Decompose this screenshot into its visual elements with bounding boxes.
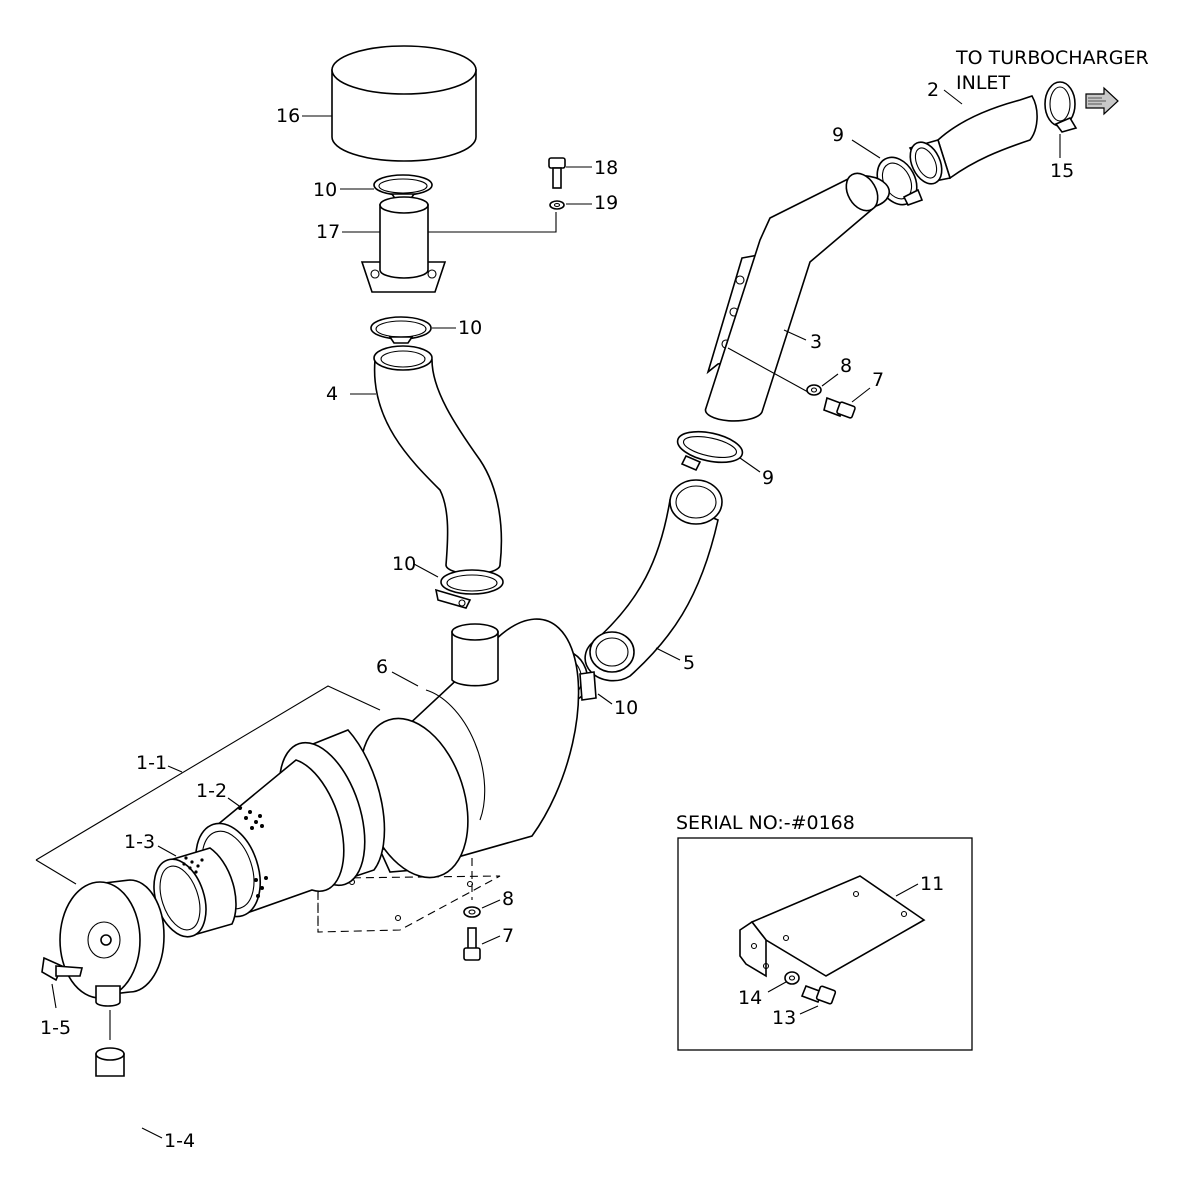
serial-note: SERIAL NO:-#0168: [676, 812, 855, 834]
leader-10c: [413, 563, 439, 578]
leader-11: [895, 883, 919, 897]
leader-1-3: [157, 845, 177, 857]
callout-9a: 9: [832, 124, 844, 146]
bent-pipe-3: [704, 172, 890, 422]
leader-9a: [851, 139, 881, 159]
callout-17: 17: [316, 221, 340, 243]
bolt-7-upper: [823, 396, 856, 419]
leader-1-4: [141, 1127, 163, 1139]
bolt-13: [800, 984, 837, 1005]
hose-clamp-9-lower: [676, 430, 744, 472]
air-cleaner-housing-6: [359, 618, 580, 879]
outlet-label-line1: TO TURBOCHARGER: [955, 47, 1149, 69]
hose-clamp-lower: [434, 569, 504, 609]
elbow-hose-5: [584, 479, 723, 682]
leader-6: [391, 671, 419, 687]
bracket-1-1-left: [35, 859, 77, 885]
leader-3: [783, 329, 807, 341]
leader-7b: [481, 935, 501, 945]
callout-11: 11: [920, 873, 944, 895]
callout-16: 16: [276, 105, 300, 127]
callout-10c: 10: [392, 553, 416, 575]
leader-3-8: [727, 347, 809, 393]
outlet-label-line2: INLET: [956, 72, 1010, 94]
bolt-7-lower: [463, 927, 481, 961]
leader-9b: [739, 457, 761, 473]
callout-10d: 10: [614, 697, 638, 719]
bracket-11: [739, 875, 926, 978]
bracket-1-1-top: [35, 685, 381, 861]
leader-10d: [597, 693, 613, 705]
callout-6: 6: [376, 656, 388, 678]
callout-1-3: 1-3: [124, 831, 155, 853]
inner-element-1-3: [153, 847, 237, 938]
adapter-pipe-flange: [360, 196, 447, 293]
dust-valve-cap: [95, 1047, 125, 1077]
callout-5: 5: [683, 652, 695, 674]
leader-8a: [821, 373, 839, 387]
callout-7b: 7: [502, 925, 514, 947]
callout-4: 4: [326, 383, 338, 405]
leader-1-5: [51, 983, 57, 1009]
leader-2: [943, 89, 963, 105]
hose-clamp-15: [1044, 81, 1078, 133]
leader-1-2: [227, 797, 243, 809]
callout-13: 13: [772, 1007, 796, 1029]
end-cover: [59, 879, 165, 1007]
washer-8-upper: [806, 384, 822, 396]
leader-17-19: [428, 212, 557, 233]
leader-14: [767, 981, 787, 993]
callout-1-5: 1-5: [40, 1017, 71, 1039]
callout-7a: 7: [872, 369, 884, 391]
curved-hose-4: [373, 345, 503, 575]
hose-clamp-upper: [370, 316, 432, 344]
callout-10a: 10: [313, 179, 337, 201]
callout-18: 18: [594, 157, 618, 179]
callout-1-1: 1-1: [136, 752, 167, 774]
leader-5: [655, 647, 681, 661]
serial-inset-frame: [677, 837, 973, 1051]
right-arrow-icon: [1085, 86, 1119, 116]
wing-nut-1-5: [41, 956, 84, 982]
bolt-18: [548, 157, 566, 189]
callout-10b: 10: [458, 317, 482, 339]
washer-8-lower: [463, 906, 481, 918]
callout-14: 14: [738, 987, 762, 1009]
callout-1-2: 1-2: [196, 780, 227, 802]
callout-1-4: 1-4: [164, 1130, 195, 1152]
washer-14: [784, 971, 800, 985]
leader-1-1: [167, 765, 183, 773]
callout-15: 15: [1050, 160, 1074, 182]
callout-8a: 8: [840, 355, 852, 377]
turbo-hose-2: [908, 95, 1038, 185]
callout-19: 19: [594, 192, 618, 214]
precleaner-cap: [331, 45, 477, 162]
leader-7a: [851, 387, 871, 403]
callout-3: 3: [810, 331, 822, 353]
leader-13: [799, 1005, 819, 1015]
washer-19: [549, 200, 565, 210]
leader-8b: [481, 899, 501, 909]
callout-8b: 8: [502, 888, 514, 910]
callout-9b: 9: [762, 467, 774, 489]
callout-2: 2: [927, 79, 939, 101]
